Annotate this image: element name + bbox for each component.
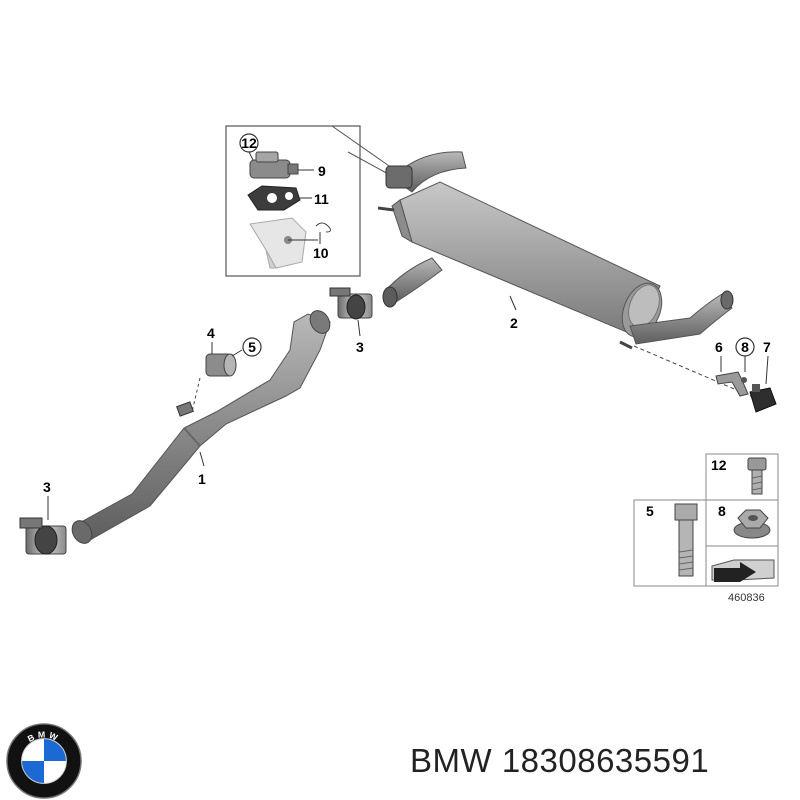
- logo-text: BMW: [26, 729, 59, 743]
- callout-10: 10: [313, 245, 329, 261]
- pipe-mount-part: [205, 353, 237, 377]
- svg-text:BMW: BMW: [26, 729, 62, 743]
- callout-9: 9: [318, 163, 326, 179]
- gasket-part: [247, 185, 301, 211]
- callout-11: 11: [314, 191, 329, 207]
- legend-8: 8: [718, 503, 726, 519]
- part-number-label: BMW 18308635591: [410, 742, 710, 779]
- bolt-5-icon: [674, 503, 698, 577]
- actuator-part: [249, 151, 299, 179]
- rear-muffler: [377, 151, 734, 350]
- nut-8-icon: [733, 509, 771, 539]
- callout-4: 4: [207, 325, 215, 341]
- legend-5: 5: [646, 503, 654, 519]
- callout-8: 8: [741, 339, 749, 355]
- bmw-logo: BMW: [6, 723, 82, 799]
- callout-5-circle: [242, 337, 262, 357]
- direction-arrow-icon: [711, 559, 775, 582]
- callout-2: 2: [510, 315, 518, 331]
- callout-12: 12: [241, 135, 257, 151]
- legend-12: 12: [711, 457, 727, 473]
- callout-3-upper: 3: [356, 339, 364, 355]
- callout-5: 5: [248, 339, 256, 355]
- callout-3-lower: 3: [43, 479, 51, 495]
- diagram-number: 460836: [728, 592, 765, 604]
- callout-7: 7: [763, 339, 771, 355]
- hanger-bracket-part: [715, 371, 749, 397]
- center-pipe: [71, 310, 331, 544]
- callout-6: 6: [715, 339, 723, 355]
- actuator-inset: 12 9 11 10: [225, 125, 393, 277]
- clamp-lower-part: [19, 517, 67, 555]
- clamp-upper-part: [329, 287, 373, 320]
- bolt-12-icon: [747, 457, 767, 495]
- callout-1: 1: [198, 471, 206, 487]
- fastener-legend: 12 8 5 460836: [633, 453, 779, 604]
- rubber-mount-part: [749, 384, 777, 413]
